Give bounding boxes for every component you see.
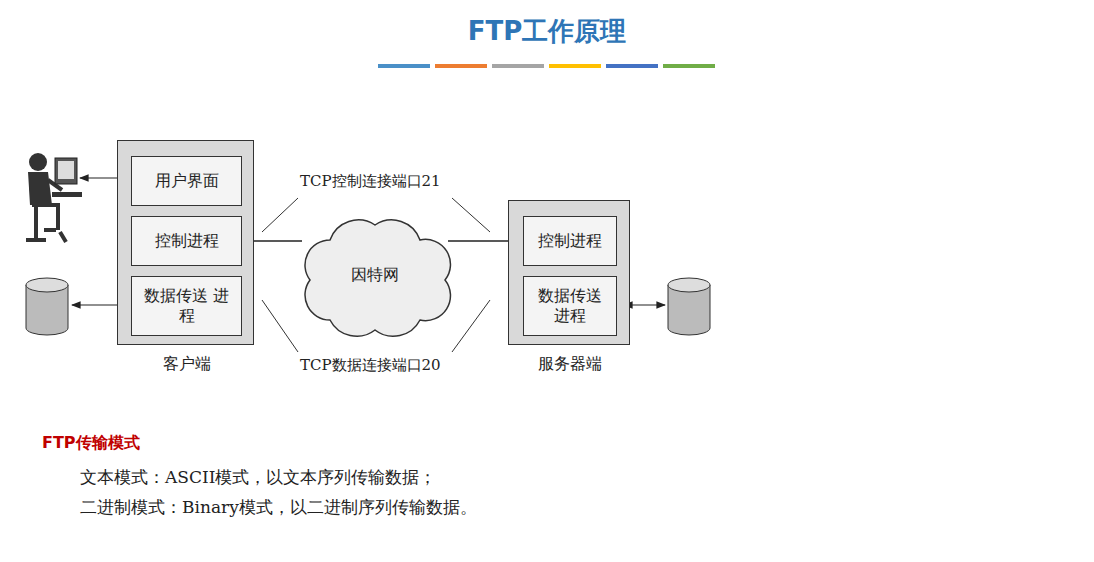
page-title: FTP工作原理 — [0, 14, 1094, 49]
box-label: 数据传送 进程 — [138, 286, 235, 326]
body-text: 二进制模式：Binary模式，以二进制序列传输数据。 — [78, 496, 479, 519]
internet-cloud: 因特网 — [290, 210, 460, 340]
user-icon — [26, 153, 82, 242]
connection-leader-lines — [262, 198, 490, 352]
server-disk — [668, 278, 710, 335]
connection-label: TCP数据连接端口20 — [298, 356, 443, 375]
disk-arrow — [624, 304, 665, 305]
box-label: 用户界面 — [155, 171, 219, 191]
client-disk — [26, 278, 68, 335]
cloud-label: 因特网 — [351, 265, 399, 286]
node-heading: 客户端 — [98, 354, 275, 375]
process-box: 用户界面 — [131, 156, 242, 206]
box-label: 控制进程 — [155, 231, 219, 251]
box-label: 数据传送 进程 — [530, 286, 610, 326]
section-heading: FTP传输模式 — [40, 433, 142, 454]
box-label: 控制进程 — [538, 231, 602, 251]
server-box: 控制进程数据传送 进程服务器端 — [508, 200, 630, 345]
process-box: 数据传送 进程 — [523, 276, 617, 336]
node-heading: 服务器端 — [489, 354, 651, 375]
body-text: 文本模式：ASCII模式，以文本序列传输数据； — [78, 466, 438, 489]
process-box: 数据传送 进程 — [131, 276, 242, 336]
client-box: 用户界面控制进程数据传送 进程客户端 — [117, 140, 254, 345]
figure-panel — [18, 133, 718, 383]
process-box: 控制进程 — [523, 216, 617, 266]
title-bars — [378, 64, 715, 68]
process-box: 控制进程 — [131, 216, 242, 266]
connection-label: TCP控制连接端口21 — [298, 172, 443, 191]
